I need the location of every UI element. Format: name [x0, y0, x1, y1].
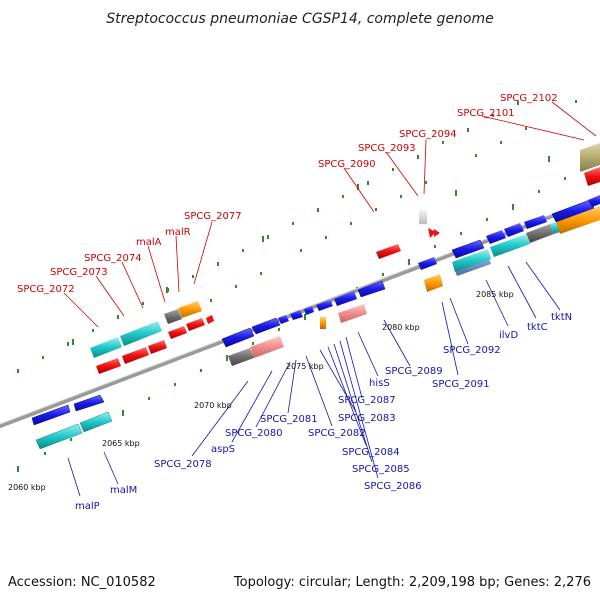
label-spcg-2090[interactable]: SPCG_2090 [318, 159, 376, 170]
labels-bottom: malP malM SPCG_2078 aspS SPCG_2080 SPCG_… [75, 312, 572, 512]
kbp-2065: 2065 kbp [102, 439, 140, 448]
gene-spcg-2089[interactable] [418, 257, 437, 270]
label-spcg-2092[interactable]: SPCG_2092 [443, 345, 501, 356]
feature-cyan-left[interactable] [35, 423, 83, 450]
label-spcg-2080[interactable]: SPCG_2080 [225, 428, 283, 439]
feature-cyan-left-2[interactable] [79, 411, 113, 433]
label-spcg-2087[interactable]: SPCG_2087 [338, 395, 396, 406]
label-spcg-2082[interactable]: SPCG_2082 [308, 428, 366, 439]
label-malA[interactable]: malA [136, 237, 162, 248]
gene-spcg-2072[interactable] [96, 358, 121, 374]
feature-cyan-right-2[interactable] [490, 234, 530, 257]
feature-gray-right[interactable] [526, 224, 554, 243]
label-spcg-2101[interactable]: SPCG_2101 [457, 108, 515, 119]
kbp-2085: 2085 kbp [476, 290, 514, 299]
gene-spcg-2093[interactable] [419, 210, 427, 224]
gene-blue-right-end[interactable] [551, 199, 595, 223]
kbp-2080: 2080 kbp [382, 323, 420, 332]
gene-spcg-2080[interactable] [278, 315, 289, 324]
label-spcg-2077[interactable]: SPCG_2077 [184, 211, 242, 222]
gene-spcg-2094b[interactable] [434, 229, 440, 237]
leader-lines-blue [67, 261, 561, 497]
label-tktN[interactable]: tktN [551, 312, 572, 323]
trna-orange-mid[interactable] [320, 317, 326, 329]
label-tktC[interactable]: tktC [527, 322, 548, 333]
leader-lines-red [63, 101, 597, 328]
label-spcg-2073[interactable]: SPCG_2073 [50, 267, 108, 278]
label-spcg-2078[interactable]: SPCG_2078 [154, 459, 212, 470]
gene-malR[interactable] [186, 318, 205, 331]
label-spcg-2085[interactable]: SPCG_2085 [352, 464, 410, 475]
gene-spcg-2081[interactable] [290, 310, 303, 320]
gene-spcg-2102[interactable] [584, 167, 600, 186]
tick-row-outer-major [72, 156, 550, 345]
kbp-2070: 2070 kbp [194, 401, 232, 410]
feature-orange-right[interactable] [556, 206, 600, 234]
feature-cyan-right-3[interactable] [550, 222, 560, 234]
label-spcg-2083[interactable]: SPCG_2083 [338, 413, 396, 424]
trna-orange-right[interactable] [424, 274, 443, 292]
feature-pink-mid[interactable] [250, 336, 284, 358]
labels-top: SPCG_2072 SPCG_2073 SPCG_2074 malA malR … [17, 93, 558, 295]
gene-aspS[interactable] [251, 317, 281, 335]
gene-hisS[interactable] [357, 280, 386, 298]
label-spcg-2081[interactable]: SPCG_2081 [260, 414, 318, 425]
label-malR[interactable]: malR [165, 227, 191, 238]
map-title: Streptococcus pneumoniae CGSP14, complet… [106, 11, 494, 27]
features-upper [90, 143, 600, 374]
label-malM[interactable]: malM [110, 485, 137, 496]
label-spcg-2074[interactable]: SPCG_2074 [84, 253, 142, 264]
gene-spcg-2083[interactable] [316, 300, 333, 311]
gene-spcg-2084[interactable] [334, 291, 357, 306]
feature-gray-upper[interactable] [164, 309, 182, 324]
tick-row-inner [17, 163, 592, 472]
label-spcg-2072[interactable]: SPCG_2072 [17, 284, 75, 295]
gene-spcg-2090[interactable] [376, 244, 401, 259]
tick-row-outer [17, 101, 519, 373]
label-spcg-2084[interactable]: SPCG_2084 [342, 447, 400, 458]
feature-cyan-upper-1[interactable] [90, 337, 122, 358]
label-spcg-2086[interactable]: SPCG_2086 [364, 481, 422, 492]
gene-spcg-2082[interactable] [304, 306, 314, 315]
gene-spcg-2073[interactable] [122, 347, 149, 364]
gene-spcg-2101[interactable] [580, 143, 600, 172]
gene-tktC[interactable] [504, 223, 524, 237]
genome-summary-text: Topology: circular; Length: 2,209,198 bp… [233, 575, 591, 590]
label-spcg-2091[interactable]: SPCG_2091 [432, 379, 490, 390]
label-hisS[interactable]: hisS [369, 378, 390, 389]
feature-pink-small[interactable] [338, 304, 367, 323]
gene-spcg-2094[interactable] [428, 228, 436, 238]
gene-malM[interactable] [73, 394, 105, 412]
gene-malP[interactable] [31, 404, 71, 426]
feature-cyan-upper-2[interactable] [120, 321, 162, 346]
accession-text: Accession: NC_010582 [8, 575, 156, 590]
label-malP[interactable]: malP [75, 501, 100, 512]
gene-spcg-2077[interactable] [206, 315, 214, 324]
label-aspS[interactable]: aspS [211, 444, 235, 455]
feature-gray-mid[interactable] [228, 348, 254, 366]
gene-tktN[interactable] [524, 215, 547, 229]
gene-malA[interactable] [168, 326, 187, 339]
gene-spcg-2091[interactable] [451, 239, 485, 259]
gene-ilvD[interactable] [486, 230, 506, 244]
feature-cyan-right[interactable] [452, 249, 491, 272]
gene-spcg-2078[interactable] [221, 327, 255, 348]
gene-blue-right-end-2[interactable] [588, 195, 600, 207]
label-spcg-2093[interactable]: SPCG_2093 [358, 143, 416, 154]
features-lower [31, 195, 600, 450]
feature-orange-upper[interactable] [178, 301, 202, 318]
gene-spcg-2074[interactable] [148, 340, 167, 354]
label-spcg-2094[interactable]: SPCG_2094 [399, 129, 457, 140]
label-spcg-2089[interactable]: SPCG_2089 [385, 366, 443, 377]
label-spcg-2102[interactable]: SPCG_2102 [500, 93, 558, 104]
tick-row-mid [210, 100, 577, 302]
kbp-2060: 2060 kbp [8, 483, 46, 492]
label-ilvD[interactable]: ilvD [499, 330, 518, 341]
kbp-2075: 2075 kbp [286, 362, 324, 371]
